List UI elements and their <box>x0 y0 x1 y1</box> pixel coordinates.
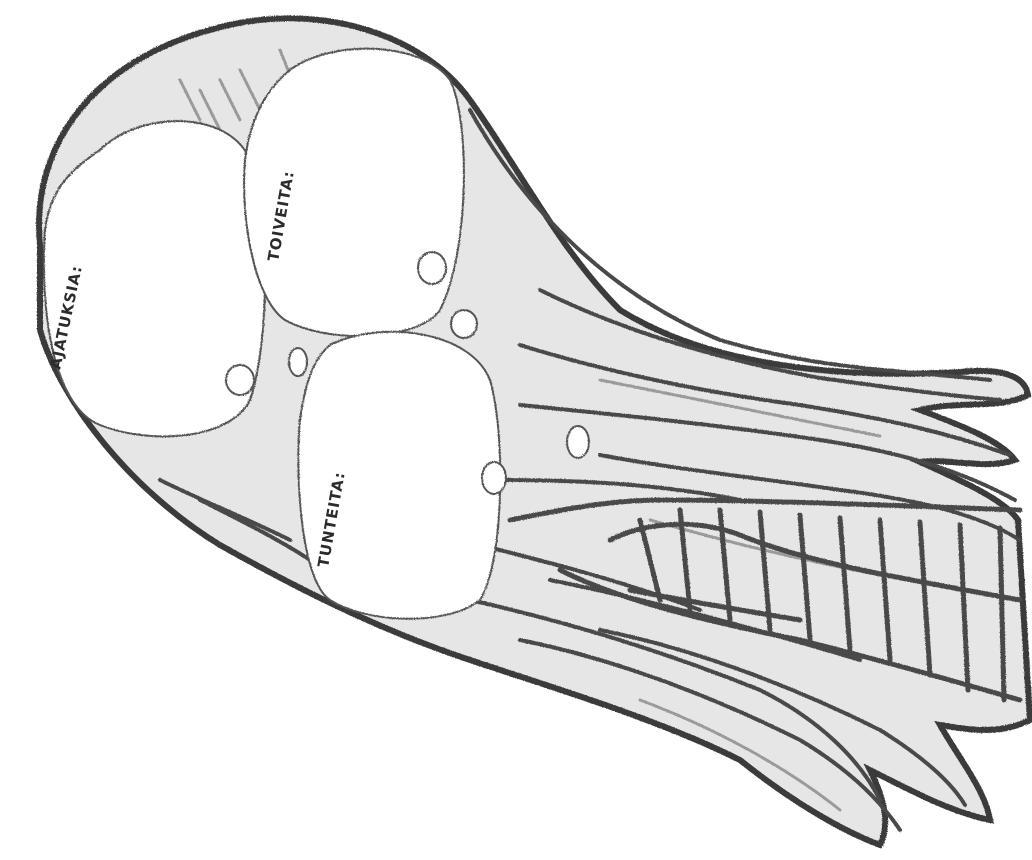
bubble-tunteita: TUNTEITA: <box>298 332 500 619</box>
bubble-toiveita: TOIVEITA: <box>244 49 464 336</box>
